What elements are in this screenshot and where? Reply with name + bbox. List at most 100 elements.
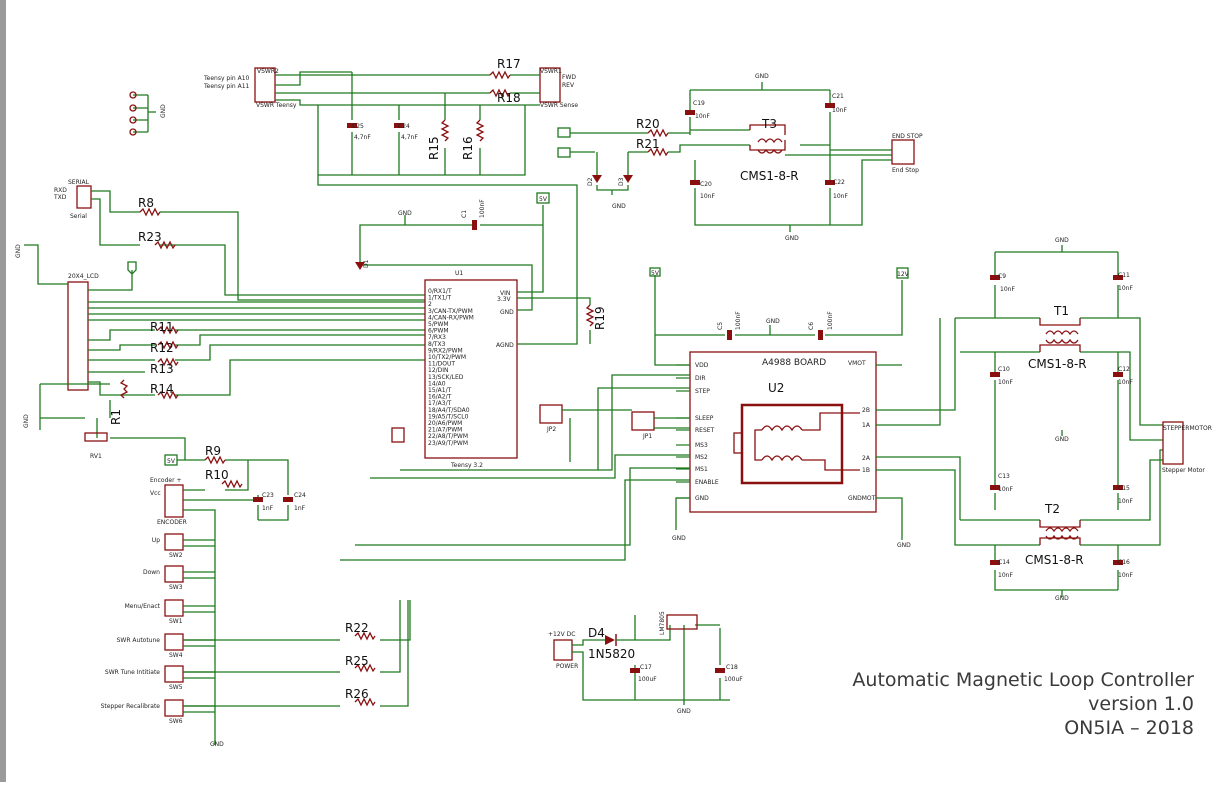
r13-label: R13 [150, 362, 174, 376]
a4988-ref: U2 [768, 381, 784, 395]
teensy-pin-label: 18/A4/T/SDA0 [428, 407, 470, 414]
switch-sw1 [164, 599, 184, 617]
switch-sw3 [164, 565, 184, 583]
power-section: +12V DC POWER D4 1N5820 C17 C18 100uF 10… [548, 611, 743, 715]
t1-part: CMS1-8-R [1028, 357, 1087, 371]
c17-label: C17 [640, 664, 652, 671]
c19-capacitor [685, 110, 695, 115]
c12-value: 10nF [1118, 379, 1133, 386]
gnd-label-t1: GND [1055, 237, 1069, 244]
buttons-section: Encoder + Vcc ENCODER 5V R9 R10 C23 C24 … [101, 444, 411, 748]
a4988-section: A4988 BOARD U2 VDDDIRSTEPSLEEPRESETMS3MS… [340, 267, 911, 561]
gnd-label-t3-bottom: GND [785, 235, 799, 242]
a4988-board [689, 351, 877, 513]
switch-wire [183, 671, 215, 679]
c25-value: 4,7nF [354, 134, 371, 141]
r15-label: R15 [427, 136, 441, 160]
r21-label: R25 [345, 654, 369, 668]
t3-label: T3 [761, 117, 777, 131]
c16-capacitor [1113, 560, 1123, 565]
c5-label: C5 [717, 322, 724, 330]
c15-value: 10nF [1118, 498, 1133, 505]
c14-label: C14 [998, 559, 1010, 566]
teensy-jumper [391, 427, 405, 443]
teensy-pin-label: 0/RX1/T [428, 288, 452, 295]
c12-label: C12 [1118, 366, 1130, 373]
gnd-label-rv: GND [23, 414, 30, 428]
t3-part: CMS1-8-R [740, 169, 799, 183]
c9-value: 10nF [1000, 286, 1015, 293]
c13-capacitor [990, 485, 1000, 490]
end-stop-label: END STOP [892, 133, 923, 140]
gnd-label-power: GND [677, 708, 691, 715]
switch-name: Menu/Enact [125, 603, 161, 610]
teensy-pin-label: 17/A3/T [428, 400, 452, 407]
teensy-pin-a11-label: Teensy pin A11 [203, 83, 250, 90]
c22-value: 10nF [833, 193, 848, 200]
r1-resistor [119, 379, 129, 399]
teensy-pin-label: 11/DOUT [428, 361, 455, 368]
r23-label: R23 [138, 230, 162, 244]
c18-capacitor [715, 668, 725, 673]
teensy-pin-label: 4/CAN-RX/PWM [428, 314, 474, 321]
r20-label: R22 [345, 621, 369, 635]
rev-label: REV [562, 82, 575, 89]
gnd-label-switches: GND [210, 741, 224, 748]
r16-resistor [475, 119, 485, 142]
title-line-2: version 1.0 [1088, 693, 1194, 715]
c5-capacitor [727, 330, 732, 340]
c24b-capacitor [283, 497, 293, 502]
teensy-agnd: AGND [496, 342, 514, 349]
teensy-gnd: GND [500, 309, 514, 316]
title-block: Automatic Magnetic Loop Controller versi… [852, 669, 1194, 739]
c6-capacitor [818, 330, 823, 340]
c1-label: C1 [461, 210, 468, 218]
gnd-label-lcd: GND [15, 244, 22, 258]
r1-label: R1 [109, 409, 123, 425]
lm7805-label: LM7805 [659, 611, 666, 635]
a4988-pin-label: RESET [695, 427, 715, 434]
d1-label: D1 [363, 259, 370, 268]
svg-text:12V: 12V [897, 271, 910, 278]
gnd-label-top: GND [160, 104, 167, 118]
c17-value: 100uF [638, 676, 657, 683]
a4988-pin-label: DIR [695, 375, 706, 382]
c15-capacitor [1113, 485, 1123, 490]
switch-ref: SW3 [169, 584, 183, 591]
c10-value: 10nF [998, 379, 1013, 386]
power-connector [553, 639, 573, 661]
r18-label: R18 [497, 91, 521, 105]
c15-label: C15 [1118, 485, 1130, 492]
switch-sw2 [164, 533, 184, 551]
d4-diode [605, 635, 615, 645]
c6-value: 100nF [827, 311, 834, 330]
teensy-label: Teensy 3.2 [450, 462, 483, 469]
r11-label: R11 [150, 320, 174, 334]
c12-capacitor [1113, 372, 1123, 377]
a4988-2a: 2A [862, 455, 871, 462]
teensy-pin-label: 16/A2/T [428, 394, 452, 401]
lcd-serial-section: SERIAL RXD TXD Serial R8 R23 20X4_LCD GN… [15, 179, 425, 460]
d4-label: D4 [588, 626, 605, 640]
gnd-label-t3: GND [755, 73, 769, 80]
vcc-label: Vcc [150, 490, 161, 497]
switch-wire [183, 539, 215, 547]
t3-transformer [749, 124, 786, 154]
teensy-pin-label: 21/A7/PWM [428, 427, 462, 434]
c24b-label: C24 [294, 492, 306, 499]
svg-text:5V: 5V [167, 458, 176, 465]
c16-value: 10nF [1118, 572, 1133, 579]
a4988-pin-label: SLEEP [695, 415, 714, 422]
teensy-pin-label: 15/A1/T [428, 387, 452, 394]
teensy-ref: U1 [455, 270, 463, 277]
teensy-pin-label: 1/TX1/T [428, 295, 451, 302]
r9-label: R9 [205, 444, 221, 458]
switch-ref: SW5 [169, 684, 183, 691]
c9-capacitor [990, 275, 1000, 280]
c23-value: 1nF [262, 505, 274, 512]
d3-label: D3 [618, 177, 625, 186]
t2-transformer [1039, 520, 1081, 545]
teensy-vin: VIN [500, 290, 510, 297]
